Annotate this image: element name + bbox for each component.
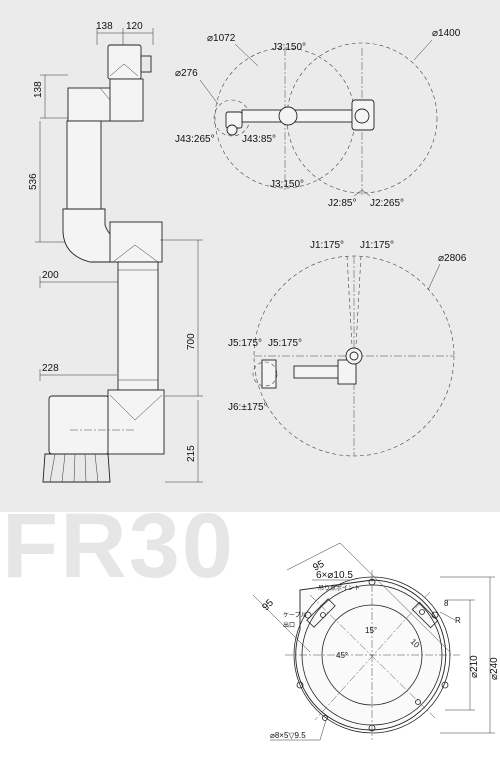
circle-1400 xyxy=(286,42,438,194)
wrist-flange xyxy=(107,44,142,80)
dim-base-height: 215 xyxy=(186,445,197,462)
top-arm-link xyxy=(241,109,355,123)
j1-left: J1:175° xyxy=(310,240,344,251)
j43-85: J43:85° xyxy=(242,134,276,145)
j5-left: J5:175° xyxy=(228,338,262,349)
shoulder-housing xyxy=(107,389,165,455)
dim-8: 8 xyxy=(444,599,449,608)
top-elbow xyxy=(278,106,298,126)
dim-95-top: 95 xyxy=(311,559,326,574)
dim-top-right: 120 xyxy=(126,21,143,32)
j5-right: J5:175° xyxy=(268,338,302,349)
tool-flange xyxy=(140,55,152,73)
dim-upper-arm: 536 xyxy=(28,173,39,190)
dia-210: ⌀210 xyxy=(469,655,480,678)
dim-lower-arm: 700 xyxy=(186,333,197,350)
top-reach-view: ⌀1072 ⌀1400 ⌀276 J3:150° J3:150° J43:265… xyxy=(175,28,461,209)
dim-vert-small: 138 xyxy=(33,81,44,98)
exit-label: 出口 xyxy=(283,621,295,629)
j3-bottom: J3:150° xyxy=(270,179,304,190)
side-view: 138 120 138 536 200 xyxy=(28,21,203,483)
shoulder-joint xyxy=(48,395,110,455)
dia-240: ⌀240 xyxy=(489,657,500,680)
j6: J6:±175° xyxy=(228,402,268,413)
j1-right: J1:175° xyxy=(360,240,394,251)
elbow-housing xyxy=(109,221,163,263)
elbow-link xyxy=(109,78,144,122)
dim-offset: 200 xyxy=(42,270,59,281)
base-mount-view: 95 95 6×⌀10.5 吊り点ポイント ケーブル 出口 15° 45° 10… xyxy=(252,542,500,741)
dia-2806: ⌀2806 xyxy=(438,253,467,264)
model-watermark: FR30 xyxy=(2,495,235,597)
j43-265: J43:265° xyxy=(175,134,215,145)
angle-45: 45° xyxy=(336,651,348,660)
radius-label: R xyxy=(455,616,461,625)
j2-265: J2:265° xyxy=(370,198,404,209)
upper-arm xyxy=(66,120,102,210)
j2-85: J2:85° xyxy=(328,198,356,209)
lower-arm xyxy=(117,261,159,391)
holes-top: 6×⌀10.5 xyxy=(316,570,353,581)
cable-label: ケーブル xyxy=(283,611,307,619)
base-pedestal xyxy=(42,453,111,483)
cable-exit xyxy=(306,598,336,628)
dia-276: ⌀276 xyxy=(175,68,198,79)
dim-top-left: 138 xyxy=(96,21,113,32)
dim-95-left: 95 xyxy=(260,597,276,613)
j3-top: J3:150° xyxy=(272,42,306,53)
plan-reach-view: J1:175° J1:175° ⌀2806 J5:175° J5:175° J6… xyxy=(228,240,467,457)
dia-1400: ⌀1400 xyxy=(432,28,461,39)
lifting-point: 吊り点ポイント xyxy=(318,584,360,592)
dim-base-offset: 228 xyxy=(42,363,59,374)
angle-15: 15° xyxy=(365,626,377,635)
plan-wrist xyxy=(261,359,277,389)
dia-1072: ⌀1072 xyxy=(207,33,236,44)
holes-bottom: ⌀8×5▽9.5 xyxy=(270,731,306,740)
